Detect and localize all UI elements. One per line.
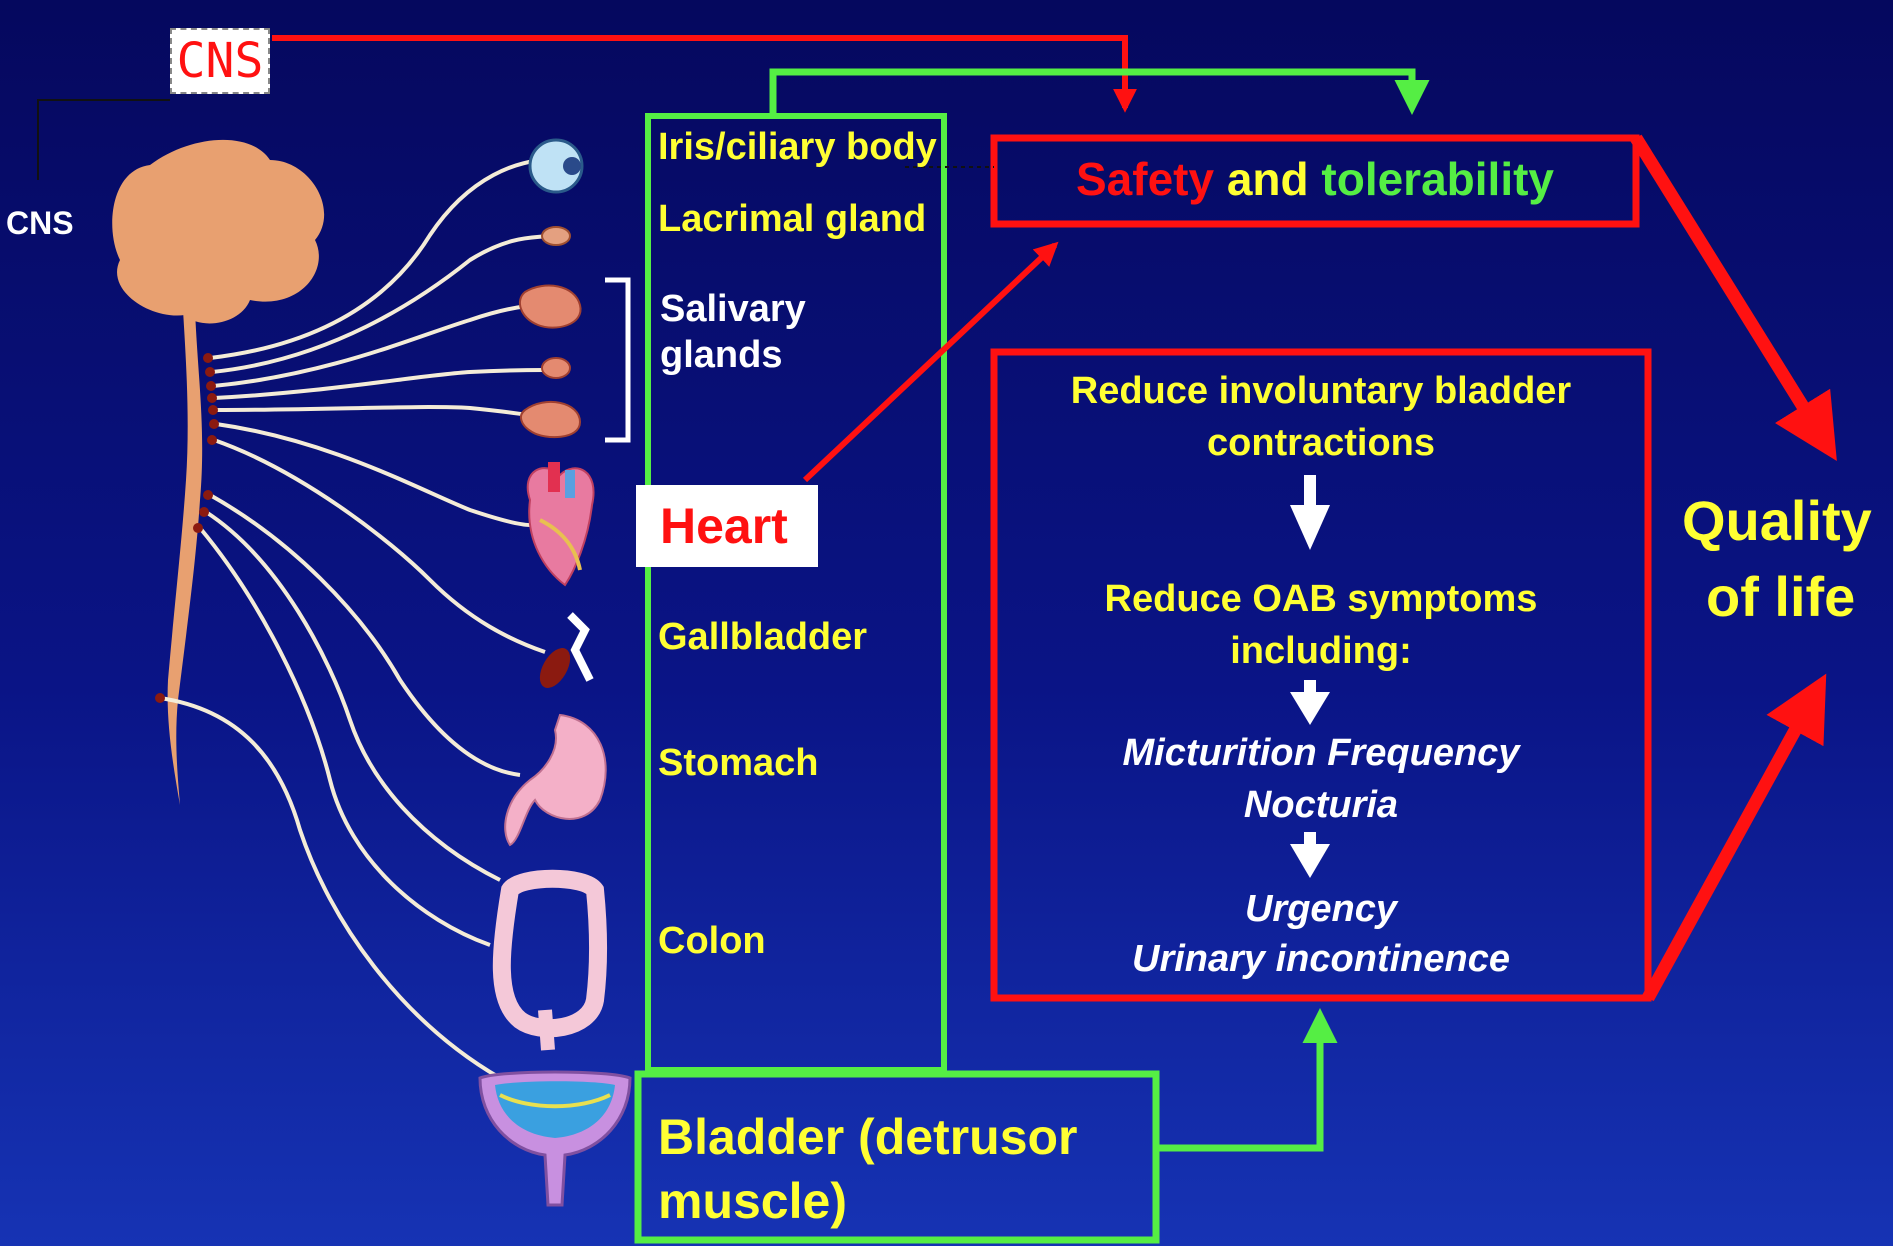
organ-label-bladder-1: Bladder (detrusor — [658, 1108, 1078, 1166]
organ-label-salivary-1: Salivary — [660, 288, 806, 331]
effect-line-3: Reduce OAB symptoms — [994, 578, 1648, 621]
effect-line-7: Urgency — [994, 888, 1648, 931]
brain-illustration — [112, 140, 324, 324]
organ-label-stomach: Stomach — [658, 742, 818, 785]
effect-line-8: Urinary incontinence — [994, 938, 1648, 981]
bladder-icon — [480, 1072, 630, 1205]
organ-label-gallbladder: Gallbladder — [658, 616, 867, 659]
organ-label-iris: Iris/ciliary body — [658, 126, 937, 169]
safety-word: Safety — [1076, 153, 1214, 205]
colon-icon — [502, 879, 598, 1050]
qol-line-2: of life — [1706, 564, 1855, 629]
eye-icon — [530, 140, 582, 192]
tolerability-word: tolerability — [1321, 153, 1554, 205]
spinal-cord-illustration — [168, 310, 203, 805]
effect-line-6: Nocturia — [994, 784, 1648, 827]
effect-line-4: including: — [994, 630, 1648, 673]
cns-tag: CNS — [170, 28, 270, 94]
down-arrow-1 — [1290, 475, 1330, 550]
safety-to-qol-arrow — [1636, 138, 1830, 450]
salivary-gland-icon — [520, 286, 581, 438]
lacrimal-gland-icon — [542, 227, 570, 245]
qol-line-1: Quality — [1682, 488, 1872, 553]
cns-brain-label: CNS — [6, 205, 74, 242]
organ-label-salivary-2: glands — [660, 334, 782, 377]
organ-label-bladder-2: muscle) — [658, 1172, 847, 1230]
organ-label-heart: Heart — [636, 485, 818, 567]
effect-line-2: contractions — [994, 422, 1648, 465]
heart-icon — [528, 462, 594, 585]
and-word: and — [1214, 153, 1321, 205]
gallbladder-icon — [534, 615, 590, 693]
effect-line-5: Micturition Frequency — [994, 732, 1648, 775]
down-arrow-3 — [1290, 832, 1330, 878]
organ-label-lacrimal: Lacrimal gland — [658, 198, 926, 241]
down-arrow-2 — [1290, 680, 1330, 725]
organ-label-colon: Colon — [658, 920, 766, 963]
safety-title: Safety and tolerability — [994, 152, 1636, 206]
stomach-icon — [505, 715, 606, 845]
organs-to-safety-arrow — [773, 72, 1412, 116]
bladder-to-effects-arrow — [1156, 1015, 1320, 1148]
effects-to-qol-arrow — [1648, 685, 1820, 998]
effect-line-1: Reduce involuntary bladder — [994, 370, 1648, 413]
salivary-bracket — [605, 280, 628, 440]
